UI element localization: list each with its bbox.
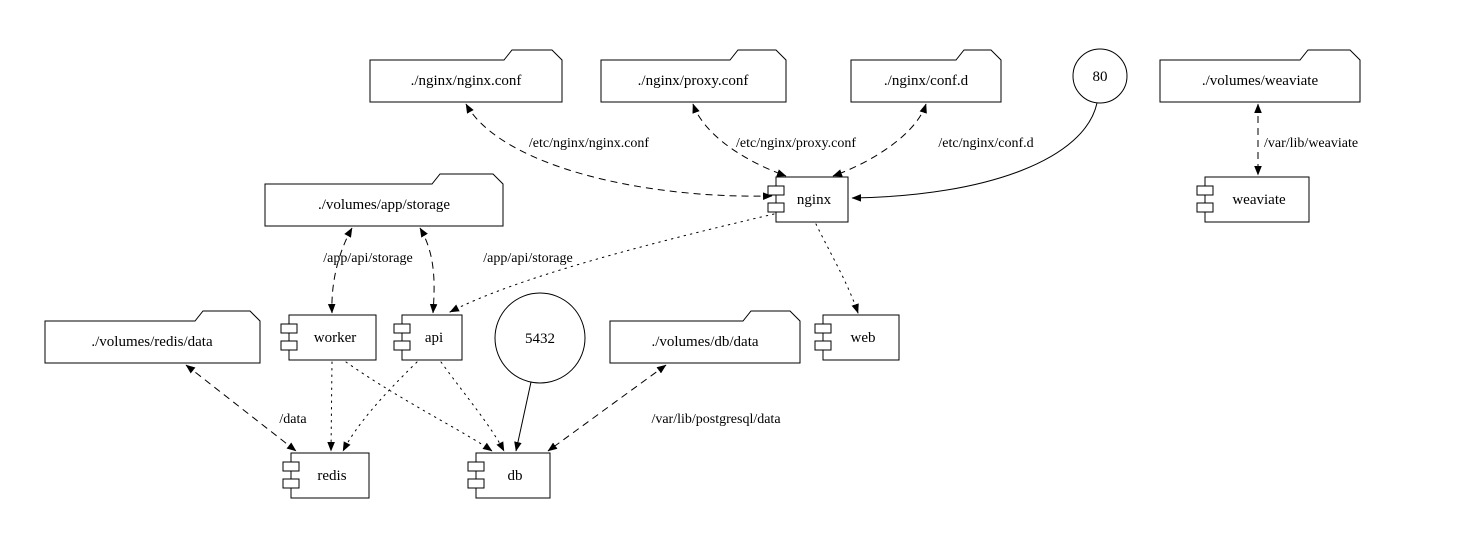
port-circle [494, 292, 586, 384]
node-nginx-service: nginx [767, 176, 849, 223]
edge-api-db [440, 361, 505, 452]
node-label: ./volumes/app/storage [318, 197, 450, 213]
folder-shape [44, 310, 261, 364]
edge-nginx-web [815, 223, 859, 314]
component-tab-icon [280, 323, 298, 334]
node-redis-service: redis [282, 452, 370, 499]
component-shape [475, 452, 551, 499]
component-tab-icon [467, 461, 485, 472]
component-tab-icon [282, 478, 300, 489]
edge-worker-redis [327, 361, 335, 452]
folder-shape [264, 173, 504, 227]
component-tab-icon [1196, 202, 1214, 213]
component-tab-icon [814, 323, 832, 334]
node-proxy-conf-folder: ./nginx/proxy.conf [600, 49, 787, 103]
edge-label-conf-d-mount: /etc/nginx/conf.d [938, 136, 1033, 151]
node-worker-service: worker [280, 314, 377, 361]
edge-label-db-mount: /var/lib/postgresql/data [651, 412, 781, 427]
node-volumes-redis-data-folder: ./volumes/redis/data [44, 310, 261, 364]
component-shape [1204, 176, 1310, 223]
node-weaviate-service: weaviate [1196, 176, 1310, 223]
edges-layer [185, 102, 1262, 452]
edge-port5432-db [514, 381, 532, 452]
node-label: redis [317, 468, 346, 484]
edge-labels-layer: /etc/nginx/nginx.conf /etc/nginx/proxy.c… [279, 136, 1358, 427]
node-label: ./nginx/conf.d [884, 73, 969, 89]
edge-redis-volume [185, 364, 297, 452]
component-shape [822, 314, 900, 361]
node-label: ./nginx/nginx.conf [411, 73, 522, 89]
component-tab-icon [280, 340, 298, 351]
node-label: ./nginx/proxy.conf [638, 73, 749, 89]
edge-db-volume [547, 364, 667, 452]
edge-label-nginx-conf-mount: /etc/nginx/nginx.conf [529, 136, 649, 151]
node-db-service: db [467, 452, 551, 499]
edge-label-weaviate-mount: /var/lib/weaviate [1264, 136, 1358, 151]
component-tab-icon [814, 340, 832, 351]
component-tab-icon [282, 461, 300, 472]
node-nginx-conf-folder: ./nginx/nginx.conf [369, 49, 563, 103]
node-label: ./volumes/redis/data [91, 334, 213, 350]
edge-nginx-api [449, 213, 775, 313]
node-label: 5432 [525, 331, 555, 347]
node-label: worker [314, 330, 356, 346]
node-web-service: web [814, 314, 900, 361]
component-shape [288, 314, 377, 361]
node-label: api [425, 330, 443, 346]
component-tab-icon [393, 340, 411, 351]
node-label: weaviate [1232, 192, 1286, 208]
node-label: nginx [797, 192, 832, 208]
node-label: ./volumes/db/data [651, 334, 758, 350]
node-port-80: 80 [1072, 48, 1128, 104]
edge-port80-nginx [851, 102, 1098, 202]
node-volumes-weaviate-folder: ./volumes/weaviate [1159, 49, 1361, 103]
edge-nginx-proxyconf [692, 103, 787, 177]
component-shape [775, 176, 849, 223]
edge-api-redis [342, 361, 418, 452]
component-tab-icon [767, 202, 785, 213]
component-tab-icon [767, 185, 785, 196]
node-label: web [851, 330, 876, 346]
node-conf-d-folder: ./nginx/conf.d [850, 49, 1002, 103]
edge-label-proxy-conf-mount: /etc/nginx/proxy.conf [736, 136, 856, 151]
component-shape [290, 452, 370, 499]
folder-shape [600, 49, 787, 103]
component-tab-icon [467, 478, 485, 489]
folder-shape [850, 49, 1002, 103]
folder-shape [369, 49, 563, 103]
node-volumes-db-data-folder: ./volumes/db/data [609, 310, 801, 364]
component-shape [401, 314, 463, 361]
folder-shape [609, 310, 801, 364]
node-port-5432: 5432 [494, 292, 586, 384]
component-tab-icon [393, 323, 411, 334]
edge-label-api-storage-mount: /app/api/storage [483, 251, 572, 266]
folder-shape [1159, 49, 1361, 103]
edge-api-storage [419, 227, 438, 314]
edge-worker-storage [327, 227, 353, 314]
node-label: 80 [1093, 69, 1108, 85]
nodes-layer: ./nginx/nginx.conf ./nginx/proxy.conf ./… [44, 48, 1361, 499]
node-label: ./volumes/weaviate [1202, 73, 1319, 89]
port-circle [1072, 48, 1128, 104]
node-volumes-app-storage-folder: ./volumes/app/storage [264, 173, 504, 227]
edge-label-worker-storage-mount: /app/api/storage [323, 251, 412, 266]
component-tab-icon [1196, 185, 1214, 196]
edge-nginx-nginxconf [465, 103, 773, 201]
node-api-service: api [393, 314, 463, 361]
edge-label-redis-mount: /data [279, 412, 307, 427]
node-label: db [508, 468, 523, 484]
edge-worker-db [345, 361, 493, 452]
